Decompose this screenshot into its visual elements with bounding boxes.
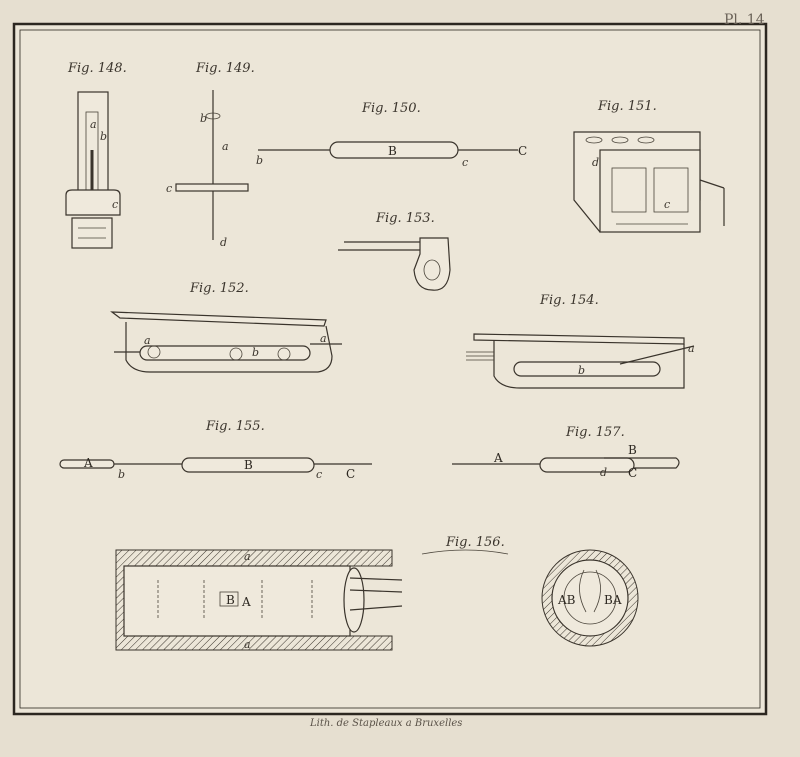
fig-152-lid: [110, 311, 327, 327]
fig-155-letter-A: A: [83, 456, 93, 470]
plate-inner-border: [19, 29, 761, 709]
fig-153: Fig. 153.: [338, 211, 451, 291]
fig-150-letter-c: c: [462, 156, 468, 169]
fig-154-label: Fig. 154.: [539, 293, 599, 308]
fig-150-letter-C: C: [518, 144, 527, 158]
fig-152-letter-b: b: [252, 346, 259, 359]
fig-156-letter-a-bottom: a: [244, 638, 251, 651]
fig-154-trough: [493, 340, 685, 389]
fig-155-letter-b: b: [118, 468, 125, 481]
fig-148-label: Fig. 148.: [67, 61, 127, 76]
fig-149-letter-b: b: [200, 112, 207, 125]
fig-148: Fig. 148. a b c: [65, 61, 127, 249]
fig-154-letter-b: b: [578, 364, 585, 377]
fig-152: Fig. 152. a b a: [110, 281, 342, 373]
fig-148-letter-c: c: [112, 198, 118, 211]
fig-155-label: Fig. 155.: [205, 419, 265, 434]
fig-157: Fig. 157. A B d C: [452, 425, 680, 480]
fig-149-label: Fig. 149.: [195, 61, 255, 76]
fig-151-letter-c: c: [664, 198, 670, 211]
fig-152-label: Fig. 152.: [189, 281, 249, 296]
fig-157-letter-d: d: [600, 466, 607, 479]
fig-155-letter-c: c: [316, 468, 322, 481]
fig-155-letter-B: B: [244, 458, 253, 472]
fig-149-crossbar: [175, 183, 249, 192]
fig-149: Fig. 149. b a c d: [166, 61, 255, 249]
fig-148-letter-a: a: [90, 118, 97, 131]
fig-151-label: Fig. 151.: [597, 99, 657, 114]
fig-153-clamp: [413, 237, 451, 291]
fig-149-letter-a: a: [222, 140, 229, 153]
fig-148-base: [71, 217, 113, 249]
fig-154-letter-a: a: [688, 342, 695, 355]
fig-149-letter-c: c: [166, 182, 172, 195]
fig-150-letter-B: B: [388, 144, 397, 158]
fig-157-return: [604, 457, 680, 469]
fig-150: Fig. 150. b B c C: [256, 101, 527, 169]
fig-156-letter-B: B: [226, 593, 235, 607]
fig-152-tube: [139, 345, 311, 361]
fig-156: Fig. 156. a B A a AB BA: [115, 535, 639, 651]
fig-148-cup: [65, 189, 121, 216]
fig-156-letter-AB: AB: [557, 593, 576, 607]
fig-151-chamber: [599, 149, 701, 233]
fig-157-letter-B: B: [628, 443, 637, 457]
fig-157-letter-C: C: [628, 466, 637, 480]
fig-156-label: Fig. 156.: [445, 535, 505, 550]
fig-153-label: Fig. 153.: [375, 211, 435, 226]
fig-156-letter-a-top: a: [244, 550, 251, 563]
fig-156-letter-BA: BA: [604, 593, 622, 607]
fig-155-main-tube: [181, 457, 315, 473]
fig-149-letter-d: d: [220, 236, 227, 249]
fig-151-letter-d: d: [592, 156, 599, 169]
fig-152-letter-a-left: a: [144, 334, 151, 347]
fig-157-letter-A: A: [493, 451, 503, 465]
fig-155: Fig. 155. A b B c C: [59, 419, 372, 481]
fig-157-label: Fig. 157.: [565, 425, 625, 440]
fig-152-trough: [125, 322, 333, 373]
fig-155-letter-C: C: [346, 467, 355, 481]
fig-150-letter-b: b: [256, 154, 263, 167]
fig-157-tube: [539, 457, 635, 473]
fig-148-letter-b: b: [100, 130, 107, 143]
fig-156-end-plate: [343, 567, 365, 633]
fig-152-letter-a-right: a: [320, 332, 327, 345]
fig-156-letter-A: A: [241, 595, 251, 609]
fig-154: Fig. 154. b a: [466, 293, 695, 389]
fig-151: Fig. 151. d c: [573, 99, 725, 233]
fig-150-label: Fig. 150.: [361, 101, 421, 116]
fig-154-tube: [513, 361, 661, 377]
plate-number: Pl. 14: [724, 12, 765, 28]
footer-caption: Lith. de Stapleaux a Bruxelles: [309, 718, 462, 729]
fig-154-handle: [619, 345, 695, 365]
